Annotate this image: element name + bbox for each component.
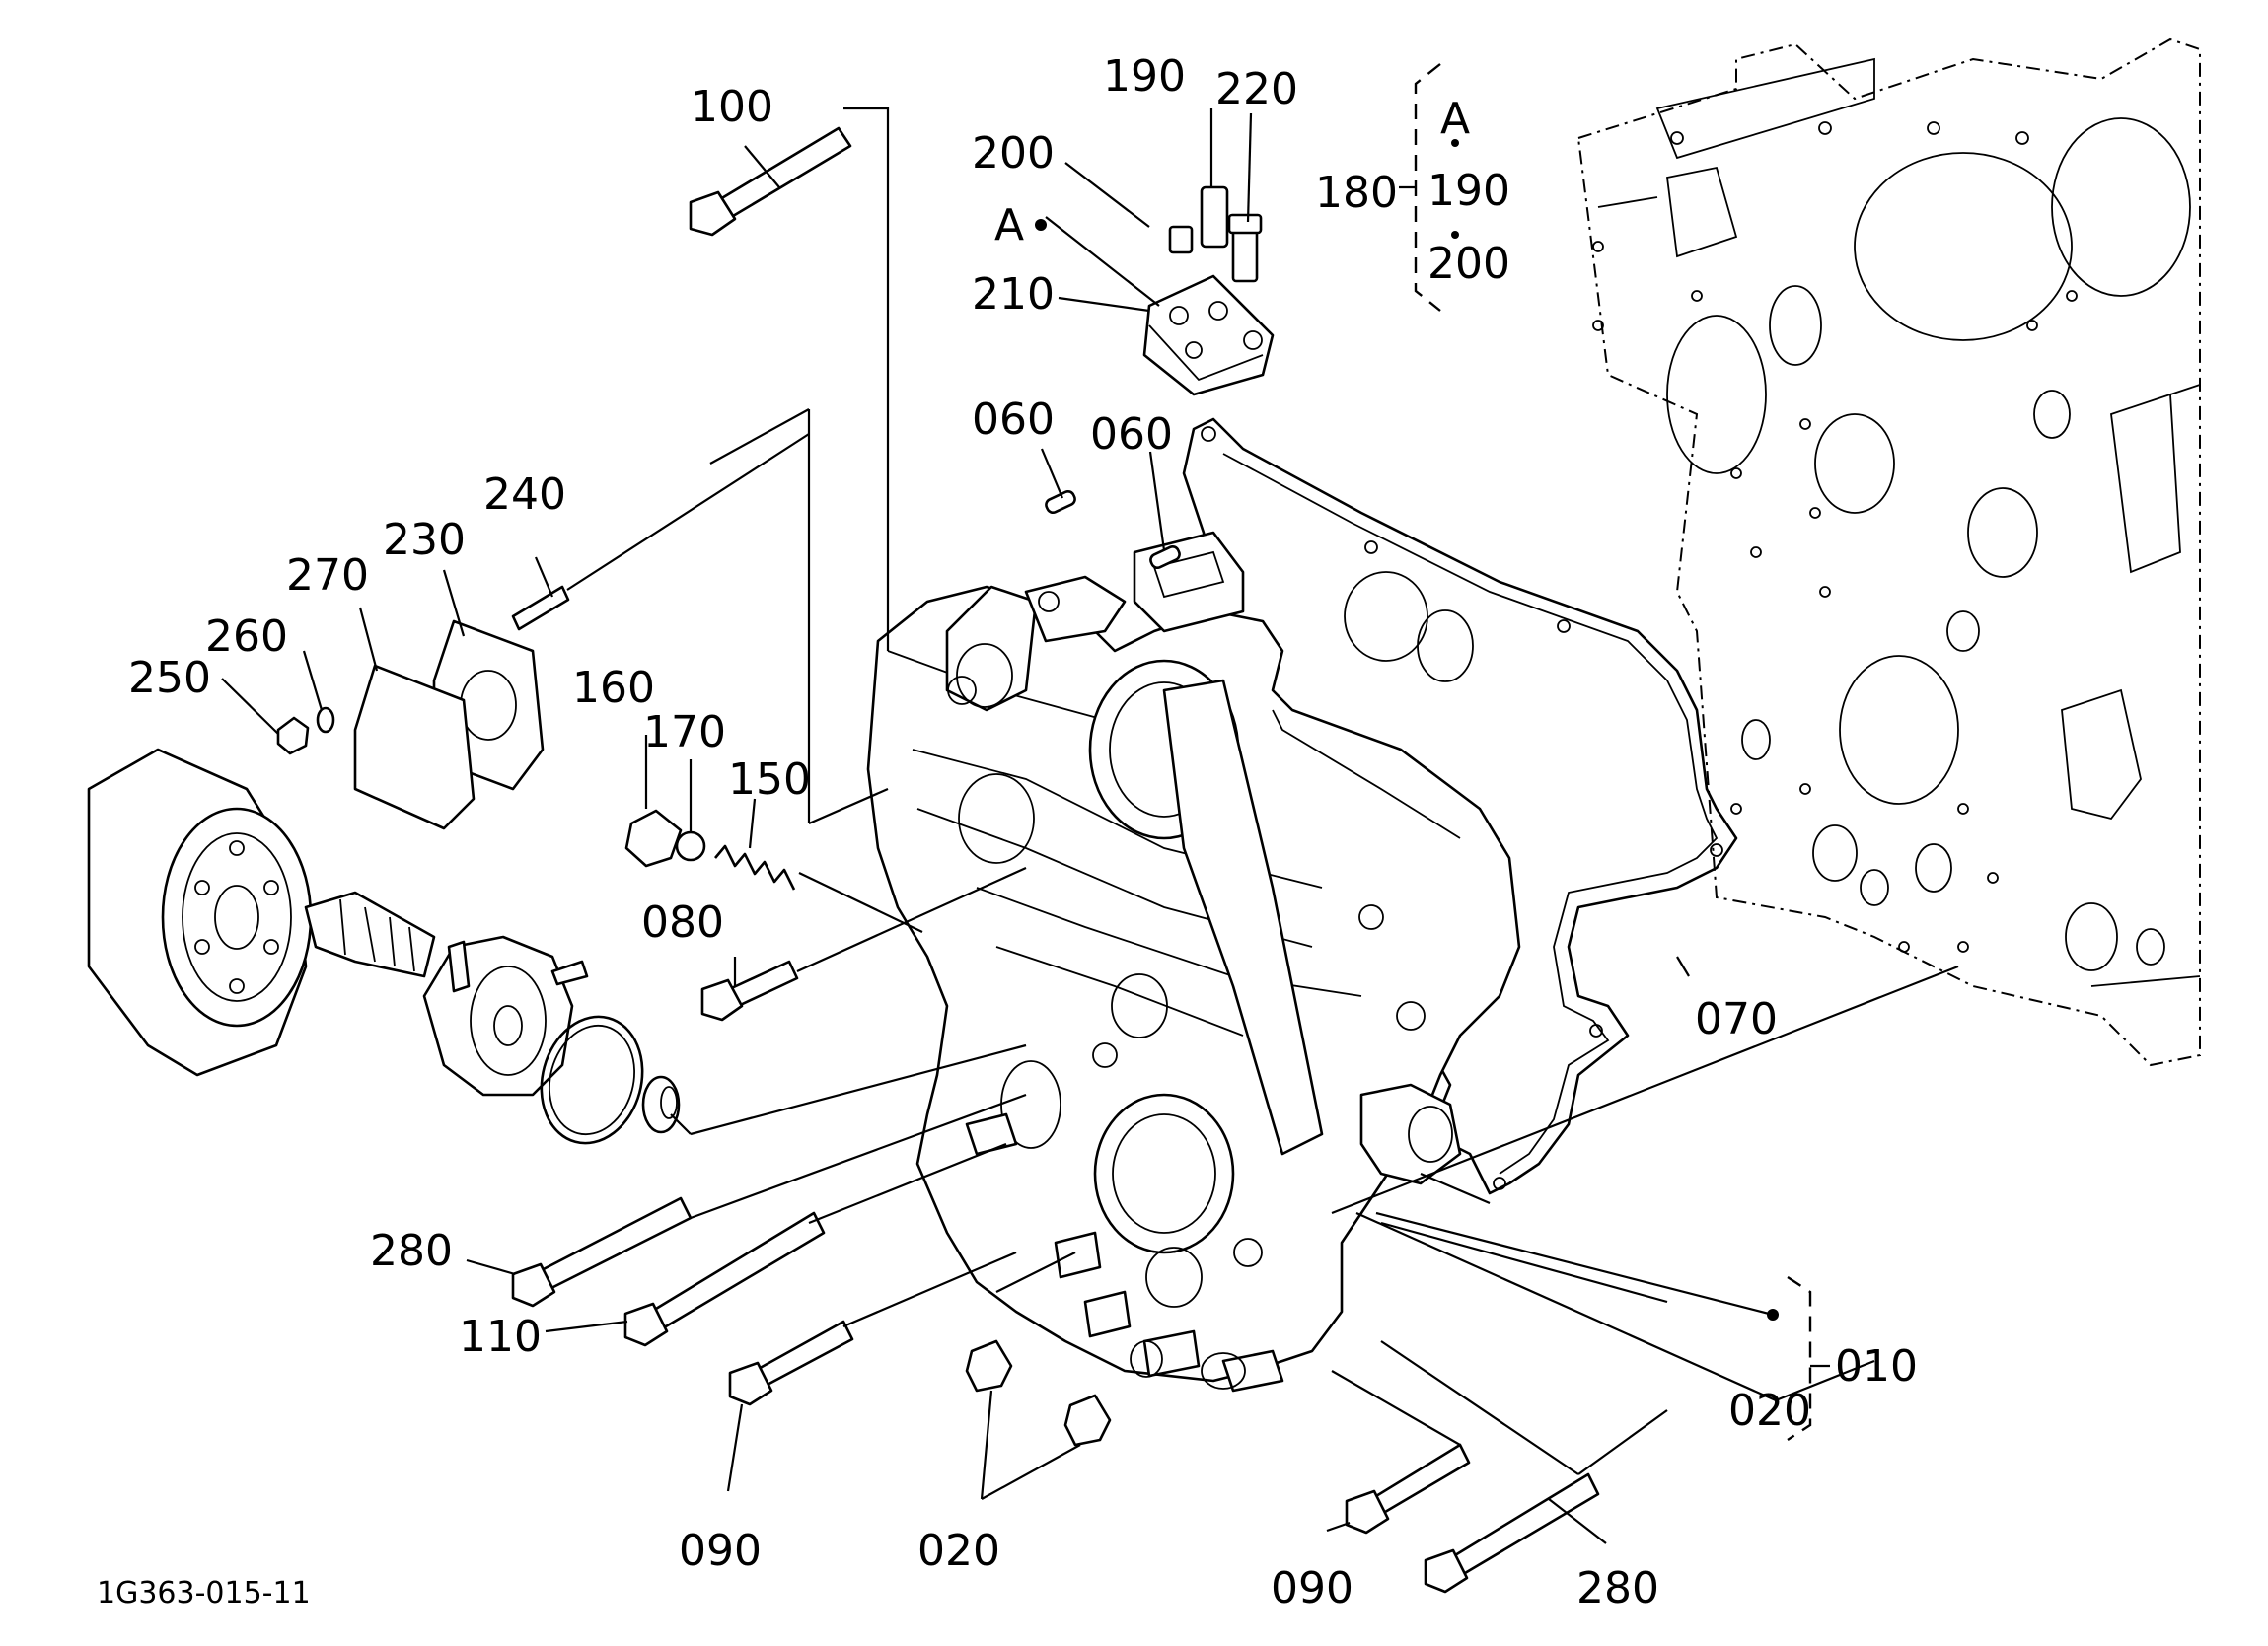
spring-150: [714, 844, 796, 891]
label-150: 150: [728, 754, 811, 805]
nut-250: [276, 716, 310, 755]
label-group-200: 200: [1427, 239, 1510, 289]
label-020a: 020: [917, 1526, 1000, 1576]
oil-pressure-part-210: [1142, 185, 1275, 396]
ball-170: [675, 830, 706, 862]
label-090b: 090: [1271, 1563, 1353, 1613]
group-bracket-010: [1787, 1275, 1812, 1442]
bolt-110: [623, 1211, 826, 1347]
label-110: 110: [459, 1312, 542, 1362]
filter-bracket: [422, 935, 589, 1097]
plug-020a: [965, 1339, 1013, 1393]
leader-lines: [221, 107, 1959, 1544]
drawing-code: 1G363-015-11: [97, 1576, 311, 1610]
label-ref-a-group: A: [1440, 94, 1470, 144]
filter-joint: [304, 891, 436, 978]
label-010: 010: [1835, 1341, 1918, 1392]
label-260: 260: [205, 611, 288, 662]
bolt-090a: [728, 1320, 854, 1406]
label-ref-a: A: [994, 200, 1024, 250]
label-160: 160: [572, 663, 655, 713]
oil-filter: [87, 748, 313, 1077]
label-230: 230: [383, 515, 466, 565]
label-270: 270: [286, 550, 369, 601]
seal: [641, 1075, 681, 1134]
stud-240: [511, 585, 570, 631]
washer-260: [316, 706, 335, 734]
label-080: 080: [641, 897, 724, 948]
label-060b: 060: [1090, 409, 1173, 460]
label-200: 200: [972, 128, 1055, 179]
label-070: 070: [1695, 994, 1778, 1044]
dowel-pin-060b: [1149, 544, 1181, 570]
label-220: 220: [1215, 64, 1298, 114]
o-ring: [540, 1015, 644, 1145]
label-060a: 060: [972, 394, 1055, 445]
bolt-080: [700, 960, 799, 1022]
label-090a: 090: [679, 1526, 762, 1576]
label-020b: 020: [1728, 1386, 1811, 1436]
gear-case-cover: [866, 531, 1521, 1393]
label-group-190: 190: [1427, 166, 1510, 216]
bolt-280b: [1424, 1472, 1600, 1594]
label-180: 180: [1315, 168, 1398, 218]
label-100: 100: [691, 82, 773, 132]
label-280b: 280: [1576, 1563, 1659, 1613]
bolt-100: [689, 126, 852, 237]
label-240: 240: [483, 469, 566, 520]
label-280a: 280: [370, 1226, 453, 1276]
part-labels: 100 190 220 200 A 210 A 180 190 200 060 …: [128, 51, 1918, 1613]
engine-block: [1576, 37, 2201, 1067]
bolt-090b: [1345, 1443, 1471, 1535]
label-210: 210: [972, 269, 1055, 320]
label-170: 170: [643, 707, 726, 757]
plug-160: [624, 809, 683, 868]
plug-020b: [1063, 1394, 1112, 1447]
dowel-pin-060a: [1045, 489, 1076, 515]
label-250: 250: [128, 653, 211, 703]
label-190: 190: [1103, 51, 1186, 102]
bolt-280a: [511, 1196, 693, 1308]
